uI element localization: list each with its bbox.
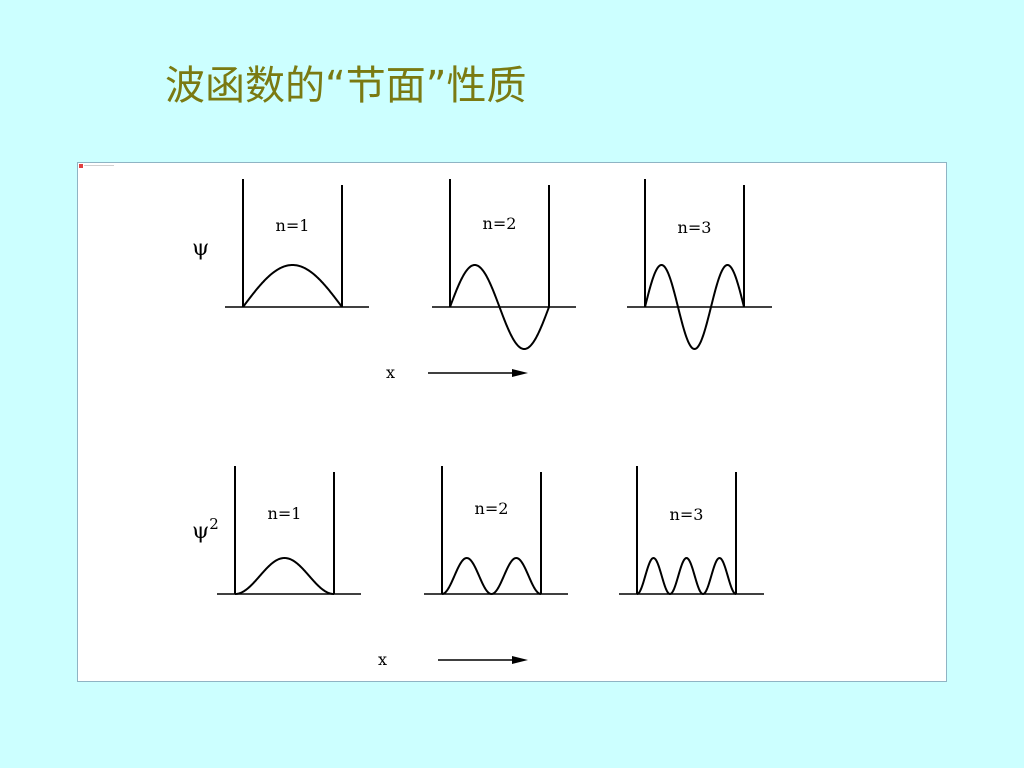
state-label-psi-n1: n=1 [276, 216, 310, 235]
state-label-psi-n2: n=2 [483, 214, 517, 233]
wave-curve-psi-n1 [242, 263, 343, 308]
x-axis-label-psi: x [386, 363, 395, 382]
axis-symbol-psi-squared: ψ2 [192, 515, 219, 544]
slide-title: 波函数的“节面”性质 [165, 63, 527, 109]
state-label-psi-squared-n1: n=1 [268, 504, 302, 523]
wavefunction-diagram: ψ n=1 n=2 n=3 x ψ2 n=1 n=2 n=3 x [192, 179, 772, 669]
wave-curve-psi-squared-n3 [636, 556, 737, 596]
image-caption-line [84, 165, 114, 166]
x-arrow-head-psi [512, 369, 528, 377]
x-arrow-head-psi-squared [512, 656, 528, 664]
wavefunction-figure: ψ n=1 n=2 n=3 x ψ2 n=1 n=2 n=3 x [77, 162, 947, 682]
wave-curve-psi-n3 [644, 264, 745, 351]
axis-symbol-psi: ψ [192, 236, 209, 261]
wave-curve-psi-n2 [449, 263, 550, 351]
state-label-psi-squared-n3: n=3 [670, 505, 704, 524]
state-label-psi-n3: n=3 [678, 218, 712, 237]
image-corner-mark [79, 164, 83, 168]
state-label-psi-squared-n2: n=2 [475, 499, 509, 518]
wave-curve-psi-squared-n1 [234, 556, 335, 595]
x-axis-label-psi-squared: x [378, 650, 387, 669]
wave-curve-psi-squared-n2 [441, 556, 542, 596]
